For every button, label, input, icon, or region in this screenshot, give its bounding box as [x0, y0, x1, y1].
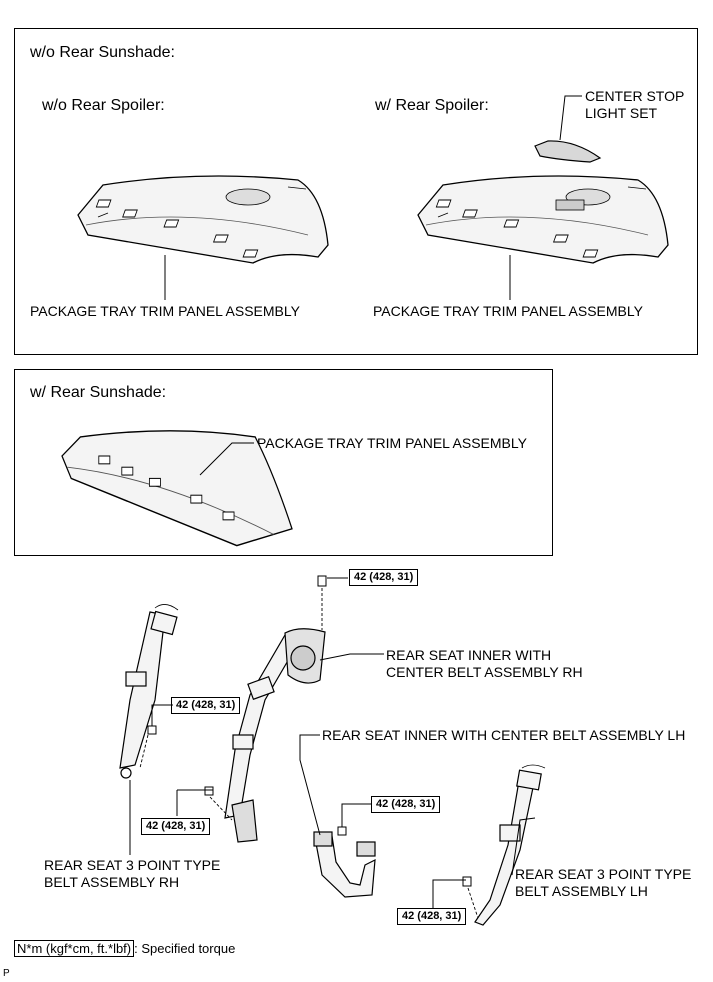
label-stop-light-2: LIGHT SET [585, 105, 658, 121]
label-inner-belt-rh-2: CENTER BELT ASSEMBLY RH [386, 664, 583, 680]
package-tray-panel-with-spoiler [417, 175, 669, 264]
outer-rh-upper-bolt [147, 725, 157, 735]
torque-spec-inner-rh-bolt: 42 (428, 31) [349, 569, 419, 586]
label-stop-light-1: CENTER STOP [585, 88, 685, 104]
outer-rh-lower-bolt [204, 786, 214, 796]
corner-mark: P [3, 968, 10, 979]
outer-lh-bolt [462, 876, 472, 887]
torque-spec-outer-lh-bolt: 42 (428, 31) [397, 908, 467, 925]
label-outer-belt-lh-2: BELT ASSEMBLY LH [515, 883, 648, 899]
torque-spec-inner-lh-bolt: 42 (428, 31) [371, 796, 441, 813]
outer-belt-rh-shape [119, 610, 178, 779]
inner-lh-bolt [337, 826, 347, 836]
torque-spec-outer-rh-upper-bolt: 42 (428, 31) [171, 697, 241, 714]
label-package-tray-sunshade: PACKAGE TRAY TRIM PANEL ASSEMBLY [257, 435, 527, 451]
package-tray-panel-sunshade [61, 430, 293, 547]
section-title-without-sunshade: w/o Rear Sunshade: [30, 44, 175, 61]
inner-rh-bolt [317, 575, 327, 587]
label-package-tray-left: PACKAGE TRAY TRIM PANEL ASSEMBLY [30, 303, 300, 319]
package-tray-panel-no-spoiler [77, 175, 329, 264]
torque-legend-key: N*m (kgf*cm, ft.*lbf) [14, 940, 135, 957]
spoiler-mount-opening [555, 199, 585, 211]
label-outer-belt-lh-1: REAR SEAT 3 POINT TYPE [515, 866, 692, 882]
label-outer-belt-rh-2: BELT ASSEMBLY RH [44, 874, 180, 890]
center-stop-light-shape [534, 140, 602, 163]
section-title-with-sunshade: w/ Rear Sunshade: [30, 384, 167, 401]
torque-legend-text: : Specified torque [134, 941, 236, 956]
subtitle-with-spoiler: w/ Rear Spoiler: [375, 97, 489, 114]
outer-belt-lh-shape [474, 769, 542, 926]
inner-belt-rh-shape [224, 628, 326, 843]
label-outer-belt-rh-1: REAR SEAT 3 POINT TYPE [44, 857, 221, 873]
torque-legend: N*m (kgf*cm, ft.*lbf): Specified torque [14, 940, 236, 957]
label-inner-belt-rh-1: REAR SEAT INNER WITH [386, 647, 552, 663]
subtitle-without-spoiler: w/o Rear Spoiler: [42, 97, 165, 114]
label-package-tray-right: PACKAGE TRAY TRIM PANEL ASSEMBLY [373, 303, 643, 319]
inner-belt-lh-shape [313, 831, 376, 898]
label-inner-belt-lh: REAR SEAT INNER WITH CENTER BELT ASSEMBL… [322, 727, 686, 743]
torque-spec-outer-rh-lower-bolt: 42 (428, 31) [141, 818, 211, 835]
